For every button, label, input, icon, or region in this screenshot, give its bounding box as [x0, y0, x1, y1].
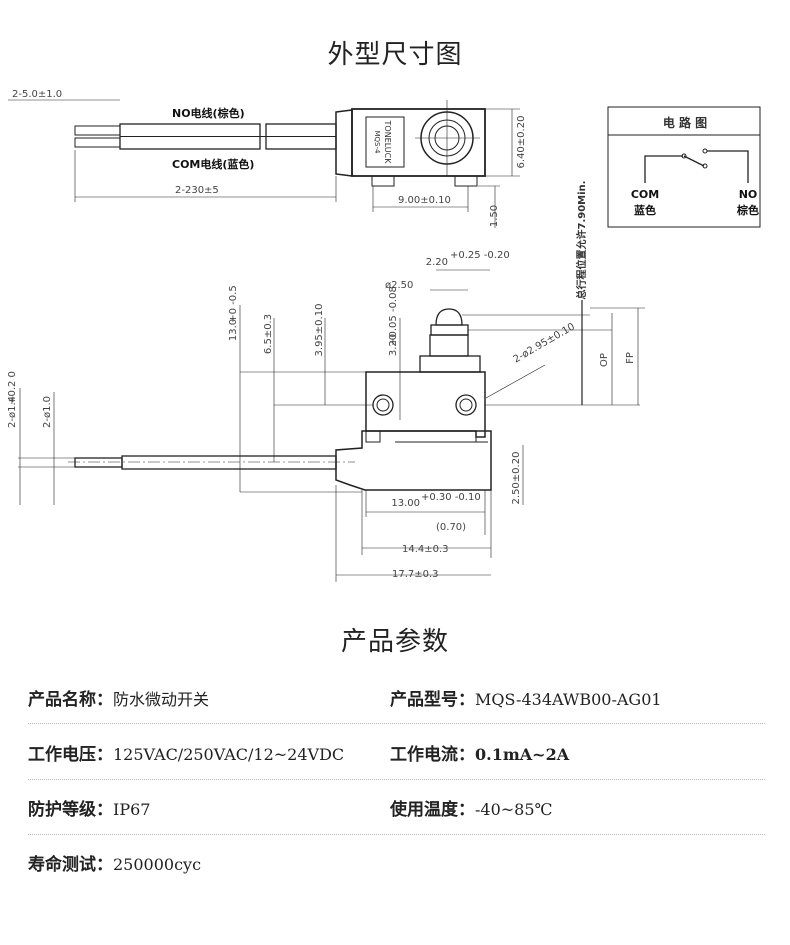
- row-divider: [28, 723, 765, 724]
- dim-fp: FP: [625, 352, 636, 364]
- wire-tip-no: [74, 125, 121, 136]
- dimension-drawing: TONELUCK MQS-4 NO电线(棕色) COM电线(蓝色) 2-5.0±…: [7, 89, 761, 582]
- dim-strip-length: 2-5.0±1.0: [12, 89, 62, 100]
- dim-2-50: 2.50±0.20: [511, 452, 522, 505]
- outline-title: 外型尺寸图: [327, 40, 463, 70]
- dim-plunger-width-tol: +0.25 -0.20: [450, 250, 510, 261]
- params-title: 产品参数: [340, 627, 449, 657]
- front-view: 2.20 +0.25 -0.20 ø2.50 13.0 +0 -0.5 6.5±…: [7, 181, 645, 582]
- front-wire: [121, 455, 337, 470]
- param-temperature: 使用温度：-40~85℃: [390, 800, 553, 820]
- dim-3-95: 3.95±0.10: [314, 304, 325, 357]
- dim-3-20-tol: +0.05 -0.08: [388, 286, 399, 346]
- dim-13-00-tol: +0.30 -0.10: [421, 492, 481, 503]
- no-wire-label: NO电线(棕色): [172, 106, 245, 120]
- circuit-title: 电 路 图: [663, 115, 707, 130]
- switch-body-top: [351, 108, 486, 177]
- row-divider: [28, 834, 765, 835]
- dim-6-5: 6.5±0.3: [263, 314, 274, 354]
- circuit-no: NO: [739, 188, 758, 201]
- dim-wire-outer: 2-ø1.4: [7, 396, 18, 428]
- dim-op: OP: [599, 353, 610, 367]
- com-wire-label: COM电线(蓝色): [172, 157, 254, 171]
- dim-wire-length: 2-230±5: [175, 185, 219, 196]
- dim-13-00: 13.00: [391, 498, 420, 509]
- row-divider: [28, 779, 765, 780]
- dim-wire-inner: 2-ø1.0: [42, 396, 53, 428]
- dim-hole-pitch: 9.00±0.10: [398, 195, 451, 206]
- param-product-name: 产品名称：防水微动开关: [28, 690, 210, 710]
- dim-plunger-width: 2.20: [426, 257, 448, 268]
- brand-mark: TONELUCK: [383, 120, 392, 165]
- dim-14-4: 14.4±0.3: [402, 544, 449, 555]
- dim-0-70: (0.70): [436, 522, 466, 533]
- model-mark: MQS-4: [373, 131, 381, 155]
- circuit-com: COM: [631, 188, 659, 201]
- dim-total-height-tol: +0 -0.5: [228, 285, 239, 322]
- param-voltage: 工作电压：125VAC/250VAC/12~24VDC: [28, 745, 345, 765]
- wire-tip-com: [74, 137, 121, 148]
- param-life-test: 寿命测试：250000cyc: [28, 855, 202, 875]
- dim-17-7: 17.7±0.3: [392, 569, 439, 580]
- dim-3-20: 3.20: [388, 334, 399, 356]
- dim-total-height: 13.0: [228, 319, 239, 341]
- param-protection: 防护等级：IP67: [28, 800, 151, 820]
- dim-holes: 2-ø2.95±0.10: [512, 321, 577, 365]
- param-model: 产品型号：MQS-434AWB00-AG01: [390, 690, 662, 710]
- dim-foot: 1.50: [489, 205, 500, 227]
- dim-height: 6.40±0.20: [516, 116, 527, 169]
- dim-wire-outer-tol: +0.2 0: [7, 371, 18, 405]
- param-current: 工作电流：0.1mA~2A: [390, 745, 570, 765]
- travel-note: 总行程位置允许7.90Min.: [575, 181, 588, 300]
- top-view: TONELUCK MQS-4 NO电线(棕色) COM电线(蓝色) 2-5.0±…: [8, 89, 527, 228]
- circuit-diagram: 电 路 图 COM 蓝色 NO 棕色: [607, 106, 761, 228]
- circuit-no-color: 棕色: [736, 203, 759, 217]
- circuit-com-color: 蓝色: [634, 203, 656, 217]
- dim-plunger-dia: ø2.50: [385, 280, 413, 291]
